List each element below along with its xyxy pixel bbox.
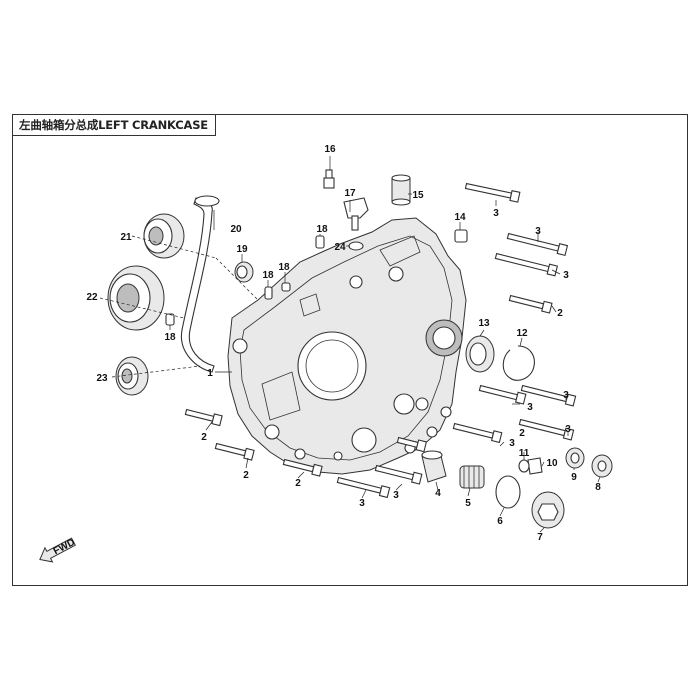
- callout-1: 1: [207, 368, 213, 379]
- bearing-9: [565, 447, 585, 469]
- bearing-23: [115, 356, 149, 396]
- callout-2: 2: [519, 428, 525, 439]
- callout-2: 2: [243, 470, 249, 481]
- callout-18: 18: [278, 262, 290, 273]
- callout-2: 2: [295, 478, 301, 489]
- bolts-top-right: [464, 182, 569, 314]
- callout-23: 23: [96, 373, 108, 384]
- callout-20: 20: [230, 224, 242, 235]
- spring-5: [459, 465, 485, 489]
- fwd-arrow: FWD: [39, 537, 77, 563]
- callout-21: 21: [120, 232, 132, 243]
- callout-18: 18: [262, 270, 274, 281]
- callout-16: 16: [324, 144, 336, 155]
- callout-4: 4: [435, 488, 441, 499]
- callout-2: 2: [557, 308, 563, 319]
- callout-3: 3: [535, 226, 541, 237]
- circlip-12: [502, 345, 535, 381]
- callout-14: 14: [454, 212, 466, 223]
- callout-3: 3: [509, 438, 515, 449]
- diagram-frame: [12, 114, 688, 586]
- sensor-17: [343, 197, 369, 231]
- bolt-16: [323, 169, 335, 189]
- bolts-bottom: [184, 408, 428, 499]
- callout-18: 18: [164, 332, 176, 343]
- callout-17: 17: [344, 188, 356, 199]
- callout-7: 7: [537, 532, 543, 543]
- oring-24: [348, 241, 364, 251]
- leader-lines: [99, 156, 601, 533]
- seal-8: [591, 454, 613, 478]
- bearing-22: [107, 265, 165, 331]
- callout-12: 12: [516, 328, 528, 339]
- oil-seal-13: [465, 335, 495, 373]
- callout-6: 6: [497, 516, 503, 527]
- sleeve-4: [421, 450, 447, 483]
- plug-14: [454, 229, 468, 243]
- callout-3: 3: [493, 208, 499, 219]
- callout-3: 3: [359, 498, 365, 509]
- callout-18: 18: [316, 224, 328, 235]
- callout-3: 3: [527, 402, 533, 413]
- crankcase-body: [227, 217, 467, 475]
- callout-9: 9: [571, 472, 577, 483]
- oring-6: [495, 475, 521, 509]
- callout-3: 3: [565, 424, 571, 435]
- callout-11: 11: [519, 448, 530, 459]
- oil-tube-20: [180, 195, 220, 373]
- callout-3: 3: [563, 270, 569, 281]
- bearing-21: [143, 213, 185, 259]
- callout-24: 24: [334, 242, 346, 253]
- callout-10: 10: [546, 458, 558, 469]
- callout-3: 3: [563, 390, 569, 401]
- bolts-right-middle: [452, 384, 577, 444]
- cover-7: [531, 491, 565, 529]
- bearing-19: [234, 261, 254, 283]
- callout-8: 8: [595, 482, 601, 493]
- callout-2: 2: [201, 432, 207, 443]
- bolt-10: [527, 457, 543, 475]
- callout-13: 13: [478, 318, 490, 329]
- diagram-title: 左曲轴箱分总成LEFT CRANKCASE: [12, 114, 216, 136]
- callout-19: 19: [236, 244, 248, 255]
- fwd-label: FWD: [52, 537, 77, 557]
- callout-3: 3: [393, 490, 399, 501]
- callout-15: 15: [412, 190, 424, 201]
- sleeve-15: [391, 174, 411, 206]
- callout-22: 22: [86, 292, 98, 303]
- callout-5: 5: [465, 498, 471, 509]
- washer-11: [518, 459, 530, 473]
